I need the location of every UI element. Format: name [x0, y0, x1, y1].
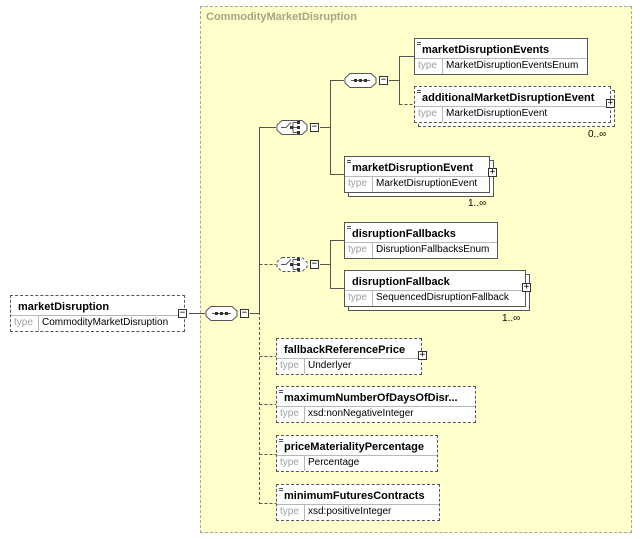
expand-disruption-fallback-button[interactable]: +	[522, 282, 531, 292]
element-name: disruptionFallback	[352, 276, 450, 288]
type-label: type	[280, 408, 299, 419]
choice-compositor-2	[276, 257, 308, 272]
element-name: maximumNumberOfDaysOfDisr...	[284, 392, 458, 404]
type-value: MarketDisruptionEventsEnum	[446, 60, 579, 71]
element-market-disruption-event[interactable]: marketDisruptionEvent type MarketDisrupti…	[344, 156, 490, 193]
element-disruption-fallbacks[interactable]: disruptionFallbacks type DisruptionFallba…	[344, 222, 498, 259]
type-label: type	[348, 292, 367, 303]
element-market-disruption-events[interactable]: marketDisruptionEvents type MarketDisrupt…	[414, 38, 588, 75]
collapse-main-sequence-button[interactable]: −	[240, 308, 249, 318]
cardinality-additional-market-disruption-event: 0..∞	[588, 129, 607, 140]
cardinality-market-disruption-event: 1..∞	[468, 198, 487, 209]
type-value: xsd:nonNegativeInteger	[308, 408, 414, 419]
element-name: marketDisruption	[18, 301, 110, 313]
element-icon	[347, 160, 351, 164]
element-name: priceMaterialityPercentage	[284, 441, 425, 453]
type-label: type	[280, 457, 299, 468]
element-icon	[347, 226, 351, 230]
choice-compositor-1	[276, 120, 308, 135]
type-label: type	[14, 317, 33, 328]
element-maximum-number-of-days[interactable]: maximumNumberOfDaysOfDisr... type xsd:non…	[276, 386, 476, 423]
collapse-choice-1-button[interactable]: −	[310, 122, 319, 132]
element-name: disruptionFallbacks	[352, 228, 456, 240]
type-value: SequencedDisruptionFallback	[376, 292, 509, 303]
element-disruption-fallback[interactable]: disruptionFallback type SequencedDisrupti…	[344, 270, 526, 307]
element-name: fallbackReferencePrice	[284, 344, 406, 356]
expand-additional-market-disruption-event-button[interactable]: +	[606, 98, 615, 108]
element-name: additionalMarketDisruptionEvent	[422, 92, 595, 104]
collapse-root-button[interactable]: −	[178, 308, 187, 318]
collapse-choice-2-button[interactable]: −	[310, 259, 319, 269]
sequence-compositor-inner	[344, 73, 377, 88]
type-value: DisruptionFallbacksEnum	[376, 244, 490, 255]
element-name: marketDisruptionEvent	[352, 162, 474, 174]
element-fallback-reference-price[interactable]: fallbackReferencePrice type Underlyer	[276, 338, 422, 375]
root-element-market-disruption[interactable]: marketDisruption type CommodityMarketDisr…	[10, 295, 185, 332]
type-label: type	[348, 178, 367, 189]
element-icon	[279, 390, 283, 394]
type-value: MarketDisruptionEvent	[446, 108, 548, 119]
expand-market-disruption-event-button[interactable]: +	[488, 167, 497, 177]
element-icon	[417, 90, 421, 94]
type-label: type	[280, 506, 299, 517]
type-label: type	[418, 108, 437, 119]
element-icon	[279, 439, 283, 443]
element-minimum-futures-contracts[interactable]: minimumFuturesContracts type xsd:positive…	[276, 484, 440, 521]
element-price-materiality-percentage[interactable]: priceMaterialityPercentage type Percentag…	[276, 435, 438, 472]
element-name: minimumFuturesContracts	[284, 490, 425, 502]
sequence-compositor-main	[205, 306, 238, 321]
type-value: MarketDisruptionEvent	[376, 178, 478, 189]
expand-fallback-reference-price-button[interactable]: +	[418, 350, 427, 360]
type-value: Percentage	[308, 457, 360, 468]
type-label: type	[348, 244, 367, 255]
type-label: type	[418, 60, 437, 71]
element-additional-market-disruption-event[interactable]: additionalMarketDisruptionEvent type Mark…	[414, 86, 611, 123]
collapse-inner-sequence-button[interactable]: −	[379, 75, 388, 85]
type-value: xsd:positiveInteger	[308, 506, 392, 517]
complex-type-title: CommodityMarketDisruption	[206, 11, 357, 23]
element-name: marketDisruptionEvents	[422, 44, 550, 56]
element-icon	[417, 42, 421, 46]
cardinality-disruption-fallback: 1..∞	[502, 313, 521, 324]
type-label: type	[280, 360, 299, 371]
element-icon	[279, 488, 283, 492]
type-value: Underlyer	[308, 360, 352, 371]
type-value: CommodityMarketDisruption	[42, 317, 169, 328]
